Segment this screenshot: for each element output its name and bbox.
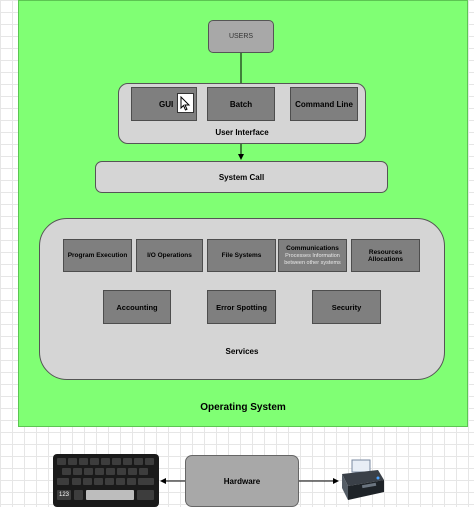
services-title: Services [225, 347, 259, 356]
security-label: Security [331, 302, 362, 312]
error-spotting-label: Error Spotting [216, 302, 267, 312]
communications-box: Communications Processes Information bet… [278, 239, 347, 272]
communications-label: Communications [286, 245, 339, 252]
file-systems-box: File Systems [207, 239, 276, 272]
resources-allocations-label: Resources Allocations [367, 248, 404, 263]
users-box: USERS [208, 20, 274, 53]
io-operations-box: I/O Operations [136, 239, 203, 272]
program-execution-label: Program Execution [67, 252, 128, 259]
command-line-label: Command Line [295, 99, 353, 109]
system-call-box: System Call [95, 161, 388, 193]
security-box: Security [312, 290, 381, 324]
keyboard-123-key: 123 [57, 490, 71, 500]
communications-subtitle: Processes Information between other syst… [284, 253, 341, 266]
resources-allocations-box: Resources Allocations [351, 239, 420, 272]
batch-label: Batch [229, 99, 253, 109]
user-interface-title: User Interface [215, 128, 269, 137]
gui-label: GUI [159, 99, 174, 109]
operating-system-title: Operating System [200, 402, 286, 413]
keyboard-icon: 123 [53, 454, 159, 507]
batch-box: Batch [207, 87, 275, 121]
io-operations-label: I/O Operations [147, 252, 192, 259]
command-line-box: Command Line [290, 87, 358, 121]
error-spotting-box: Error Spotting [207, 290, 276, 324]
printer-icon [342, 459, 384, 500]
pointer-icon [177, 93, 194, 113]
accounting-box: Accounting [103, 290, 171, 324]
accounting-label: Accounting [116, 302, 158, 312]
hardware-box: Hardware [185, 455, 299, 507]
program-execution-box: Program Execution [63, 239, 132, 272]
file-systems-label: File Systems [221, 252, 262, 259]
